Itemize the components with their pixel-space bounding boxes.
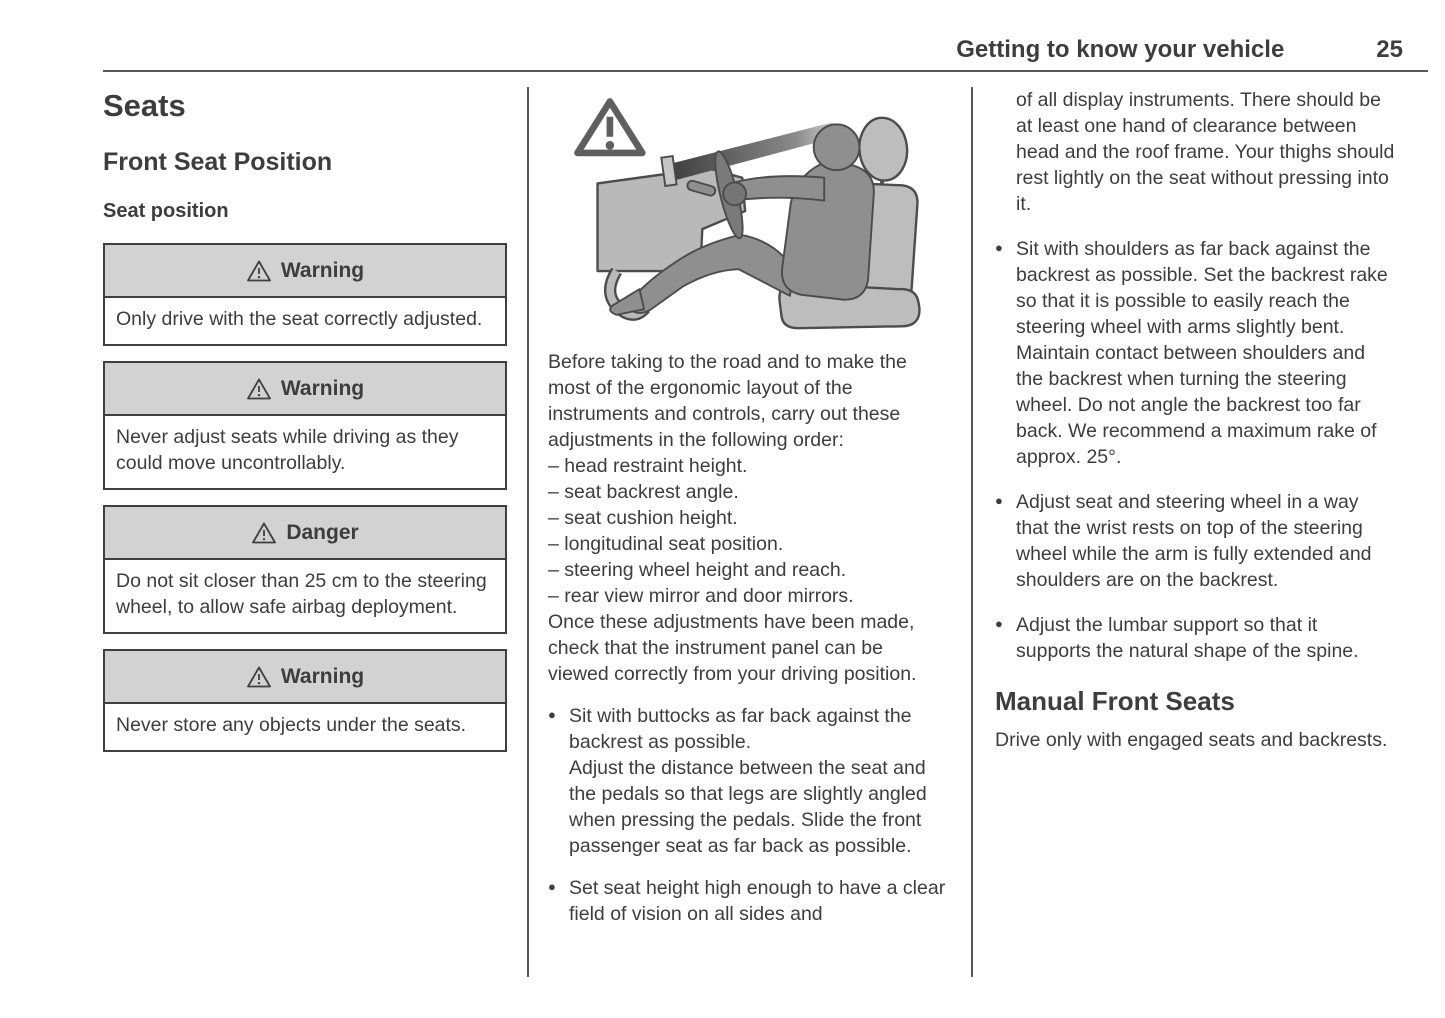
warning-box-2-text: Never adjust seats while driving as they… [116, 425, 459, 474]
bullet-line: Adjust the distance between the seat and… [569, 757, 927, 857]
adjustment-list-item: – seat backrest angle. [548, 481, 739, 503]
bullet-item: Set seat height high enough to have a cl… [548, 875, 948, 927]
driver-leg [625, 233, 795, 314]
seating-position-illustration [548, 87, 948, 337]
warning-triangle-icon [252, 522, 277, 544]
intro-paragraph: Before taking to the road and to make th… [548, 351, 907, 451]
danger-box-text: Do not sit closer than 25 cm to the stee… [116, 569, 487, 618]
warning-box-1: Warning Only drive with the seat correct… [103, 242, 507, 346]
danger-box-label: Danger [286, 520, 359, 544]
section-heading-front-seat-position: Front Seat Position [103, 148, 333, 177]
bullet-line: Set seat height high enough to have a cl… [569, 877, 946, 925]
bullet-item: Sit with buttocks as far back against th… [548, 703, 948, 859]
adjustment-list-item: – seat cushion height. [548, 507, 738, 529]
manual-page: Getting to know your vehicle 25 Seats Fr… [0, 0, 1445, 977]
bullet-line: Sit with buttocks as far back against th… [569, 705, 912, 753]
bullet-item: Adjust the lumbar support so that it sup… [995, 612, 1395, 664]
section-heading-manual-front-seats: Manual Front Seats [995, 686, 1235, 716]
page-title: Seats [103, 88, 186, 123]
danger-box: Danger Do not sit closer than 25 cm to t… [103, 504, 507, 634]
left-column: Seats Front Seat Position Seat position … [103, 87, 507, 977]
header-rule [103, 70, 1428, 72]
continuation-paragraph: of all display instruments. There should… [1016, 89, 1395, 215]
warning-box-3: Warning Never store any objects under th… [103, 648, 507, 752]
outro-paragraph: Once these adjustments have been made, c… [548, 611, 917, 685]
warning-box-3-label: Warning [280, 664, 365, 688]
adjustment-list-item: – head restraint height. [548, 455, 748, 477]
warning-box-1-label: Warning [280, 258, 365, 282]
belt-anchor [660, 155, 678, 188]
warning-triangle-icon [574, 98, 646, 157]
subsection-heading-seat-position: Seat position [103, 199, 229, 222]
driver-hand [722, 181, 748, 207]
adjustment-list-item: – steering wheel height and reach. [548, 559, 847, 581]
manual-front-seats-text: Drive only with engaged seats and backre… [995, 729, 1388, 751]
content-columns: Seats Front Seat Position Seat position … [103, 87, 1428, 977]
adjustment-list-item: – rear view mirror and door mirrors. [548, 585, 854, 607]
column-divider [526, 87, 529, 977]
column-divider [970, 87, 973, 977]
driver-shoe [609, 288, 646, 316]
running-header-title: Getting to know your vehicle [956, 36, 1285, 63]
danger-box-header: Danger [105, 506, 505, 560]
driver-seat-figure [574, 98, 921, 330]
warning-box-2-header: Warning [105, 362, 505, 416]
middle-column: Before taking to the road and to make th… [548, 87, 948, 977]
adjustment-list-item: – longitudinal seat position. [548, 533, 784, 555]
warning-triangle-icon [246, 666, 271, 688]
seat-belt [668, 122, 839, 181]
warning-box-3-header: Warning [105, 650, 505, 704]
warning-box-2-label: Warning [280, 376, 365, 400]
bullet-item: Sit with shoulders as far back against t… [995, 236, 1395, 470]
right-column: of all display instruments. There should… [995, 87, 1395, 977]
warning-box-2: Warning Never adjust seats while driving… [103, 360, 507, 490]
warning-triangle-icon [246, 378, 271, 400]
page-number: 25 [1376, 36, 1403, 63]
warning-box-1-header: Warning [105, 244, 505, 298]
page-header: Getting to know your vehicle 25 [103, 36, 1428, 64]
warning-triangle-icon [246, 260, 271, 282]
warning-box-1-text: Only drive with the seat correctly adjus… [116, 307, 483, 330]
warning-box-3-text: Never store any objects under the seats. [116, 713, 467, 736]
bullet-item: Adjust seat and steering wheel in a way … [995, 489, 1395, 593]
driver-head [812, 123, 861, 172]
